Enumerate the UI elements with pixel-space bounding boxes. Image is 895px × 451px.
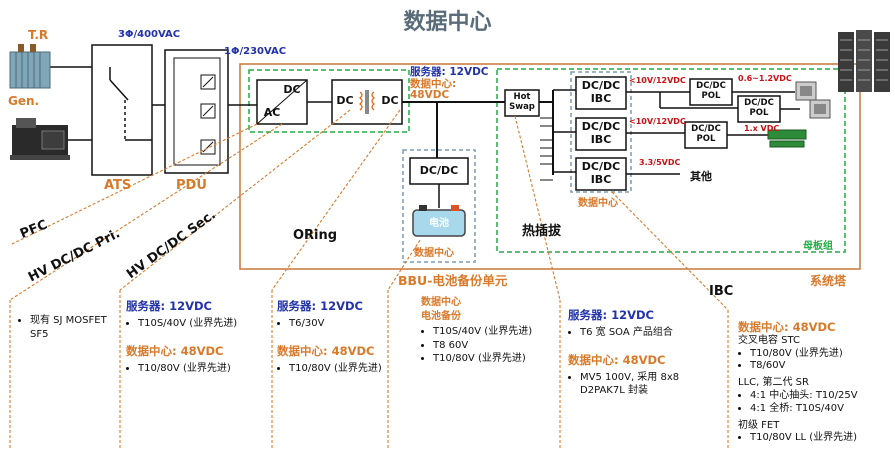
column-bbu: 数据中心 电池备份 T10S/40V (业界先进) T8 60V T10/80V… [421, 296, 561, 366]
pol-label-3: DC/DC POL [691, 124, 721, 144]
col-item: T10/80V (业界先进) [433, 352, 561, 366]
system-tower-label: 系统塔 [810, 274, 847, 288]
llc-dc-out-label: DC [381, 93, 399, 107]
ibc-group-box [570, 71, 632, 193]
bus-dc-value: 48VDC [410, 89, 450, 101]
voltage-3phase-label: 3Φ/400VAC [118, 29, 181, 40]
bbu-box [402, 149, 476, 263]
voltage-1phase-label: 1Φ/230VAC [224, 46, 287, 57]
col-subheading: 初级 FET [738, 419, 780, 431]
voltage-label-4: 0.6~1.2VDC [738, 74, 792, 83]
col-heading: 数据中心: 48VDC [738, 320, 836, 334]
page-title: 数据中心 [403, 10, 492, 35]
pol-box-1 [689, 78, 733, 106]
other-label: 其他 [690, 170, 712, 183]
bus-dc-label: 数据中心: [410, 78, 457, 90]
server-rack-icon [838, 30, 890, 92]
psu-box [248, 69, 410, 133]
gen-label: Gen. [8, 94, 40, 108]
col-item: T8 60V [433, 339, 561, 353]
col-heading-2: 电池备份 [421, 310, 461, 322]
col-subheading: LLC, 第二代 SR [738, 377, 809, 389]
col-item: T10/80V LL (业界先进) [750, 432, 892, 445]
column-pfc: 现有 SJ MOSFET SF5 [18, 312, 114, 341]
voltage-label-5: 1.x VDC [744, 124, 780, 133]
col-item: 4:1 中心抽头: T10/25V [750, 390, 892, 403]
ibc-box-3 [575, 157, 627, 191]
column-hotswap: 服务器: 12VDC T6 宽 SOA 产品组合 数据中心: 48VDC MV5… [568, 308, 718, 398]
ibc-dc-label: 数据中心 [578, 198, 618, 209]
pdu-box [164, 49, 229, 174]
battery-label: 电池 [429, 218, 449, 230]
llc-dc-in-label: DC [336, 93, 354, 107]
col-item: 4:1 全桥: T10S/40V [750, 403, 892, 416]
col-item: T6 宽 SOA 产品组合 [580, 326, 718, 340]
pfc-dc-label: DC [283, 82, 301, 96]
col-heading: 服务器: 12VDC [277, 299, 363, 313]
ibc-label-1: DC/DC IBC [581, 79, 621, 105]
col-heading: 数据中心: 48VDC [126, 344, 224, 359]
ibc-box-1 [575, 76, 627, 110]
ats-box [91, 44, 153, 176]
pdu-label: PDU [176, 178, 207, 193]
bus-server-label: 服务器: 12VDC [410, 66, 489, 78]
col-heading: 数据中心 [421, 297, 461, 308]
col-item: T10/80V (业界先进) [138, 362, 268, 376]
pol-label-1: DC/DC POL [696, 81, 726, 101]
col-item: T10S/40V (业界先进) [433, 325, 561, 339]
col-item: T10/80V (业界先进) [750, 348, 892, 361]
pfc-line-2: SF5 [30, 328, 49, 340]
ibc-box-2 [575, 117, 627, 151]
battery-icon [412, 209, 466, 237]
ibc-label-3: DC/DC IBC [581, 160, 621, 186]
col-item: T10/80V (业界先进) [289, 362, 385, 376]
ram-icon [767, 129, 807, 148]
transformer-icon [9, 44, 51, 89]
pfc-line-1: 现有 SJ MOSFET [30, 315, 107, 326]
motherboard-label: 母板组 [803, 241, 833, 252]
oring-label: ORing [293, 228, 338, 243]
ibc-stage-label: IBC [709, 284, 734, 299]
hot-swap-label: Hot Swap [509, 92, 535, 112]
pol-label-2: DC/DC POL [744, 98, 774, 118]
bbu-dcdc-label: DC/DC [419, 163, 459, 177]
bbu-dcdc-box [409, 157, 469, 185]
hot-plug-label: 热插拔 [522, 224, 562, 239]
ats-label: ATS [104, 178, 132, 193]
bbu-title: BBU-电池备份单元 [398, 273, 508, 288]
voltage-label-1: <10V/12VDC [629, 76, 686, 85]
col-heading: 服务器: 12VDC [568, 308, 654, 322]
col-heading: 服务器: 12VDC [126, 299, 212, 313]
pfc-ac-label: AC [263, 105, 281, 119]
ibc-label-2: DC/DC IBC [581, 120, 621, 146]
col-item: MV5 100V, 采用 8x8 D2PAK7L 封装 [580, 371, 718, 398]
col-item: T10S/40V (业界先进) [138, 317, 268, 331]
col-subheading: 交叉电容 STC [738, 334, 801, 346]
tr-label: T.R [28, 28, 49, 42]
column-oring: 服务器: 12VDC T6/30V 数据中心: 48VDC T10/80V (业… [277, 299, 385, 375]
cpu-icon-2 [809, 99, 831, 119]
hot-swap-box [504, 89, 540, 117]
col-heading: 数据中心: 48VDC [277, 344, 375, 359]
column-hv-sec: 服务器: 12VDC T10S/40V (业界先进) 数据中心: 48VDC T… [126, 299, 268, 375]
motherboard-box [496, 68, 846, 253]
system-tower-box [239, 63, 861, 270]
col-heading: 数据中心: 48VDC [568, 353, 666, 368]
bbu-dc-label: 数据中心 [414, 248, 454, 259]
col-item: T8/60V [750, 360, 892, 373]
cpu-icon [795, 81, 817, 101]
voltage-label-2: <10V/12VDC [629, 117, 686, 126]
generator-icon [10, 118, 70, 160]
pol-box-3 [684, 121, 728, 149]
column-ibc: 数据中心: 48VDC 交叉电容 STC T10/80V (业界先进) T8/6… [738, 320, 892, 445]
col-item: T6/30V [289, 317, 385, 331]
voltage-label-3: 3.3/5VDC [639, 158, 681, 167]
